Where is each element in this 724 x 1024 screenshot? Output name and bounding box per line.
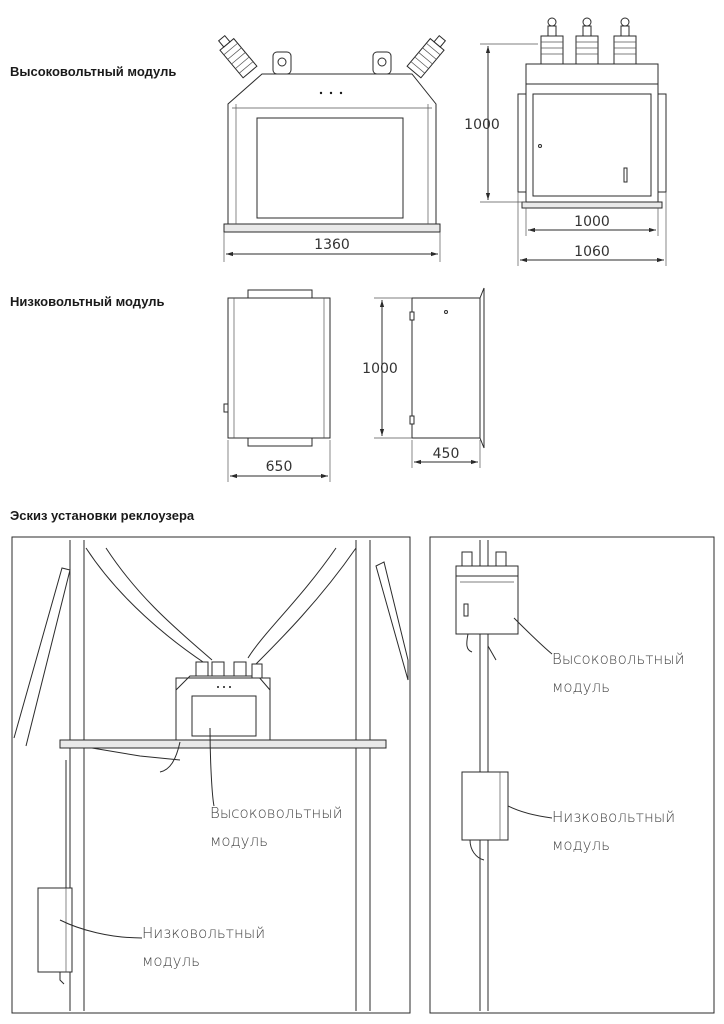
install-sketch-heading: Эскиз установки реклоузера xyxy=(10,508,195,523)
install-side-lv-label-line1: Низковольтный xyxy=(552,808,675,826)
dim-hv-side-outer-width: 1060 xyxy=(574,244,610,260)
lifting-eye-left xyxy=(272,51,292,75)
install-front-hv-label-line1: Высоковольтный xyxy=(210,804,343,822)
dim-lv-side-depth: 450 xyxy=(433,446,460,462)
bushing-side-2 xyxy=(575,17,599,65)
dim-hv-side-height: 1000 xyxy=(464,117,500,133)
dim-lv-height: 1000 xyxy=(362,361,398,377)
bushing-side-3 xyxy=(613,17,637,65)
install-front-lv-label-line2: модуль xyxy=(142,952,200,970)
lv-module-heading: Низковольтный модуль xyxy=(10,294,165,309)
install-sketch-side: Высоковольтный модуль Низковольтный моду… xyxy=(429,536,715,1014)
dim-hv-front-width: 1360 xyxy=(314,237,350,253)
install-side-lv-label-line2: модуль xyxy=(552,836,610,854)
hv-module-heading: Высоковольтный модуль xyxy=(10,64,177,79)
lv-module-side-view: 1000 450 xyxy=(362,287,485,468)
hv-module-side-view: 1000 1000 1060 xyxy=(464,17,667,266)
bushing-left xyxy=(217,35,258,79)
lv-module-front-view: 650 xyxy=(223,289,331,482)
install-sketch-front: Высоковольтный модуль Низковольтный моду… xyxy=(11,536,411,1014)
bushing-side-1 xyxy=(540,17,564,65)
install-side-hv-label-line1: Высоковольтный xyxy=(552,650,685,668)
install-side-hv-label-line2: модуль xyxy=(552,678,610,696)
lifting-eye-right xyxy=(372,51,392,75)
hv-module-front-view: 1360 xyxy=(217,35,447,262)
bushing-right xyxy=(406,35,447,79)
dim-lv-front-width: 650 xyxy=(266,459,293,475)
install-front-lv-label-line1: Низковольтный xyxy=(142,924,265,942)
dim-hv-side-inner-width: 1000 xyxy=(574,214,610,230)
install-front-hv-label-line2: модуль xyxy=(210,832,268,850)
